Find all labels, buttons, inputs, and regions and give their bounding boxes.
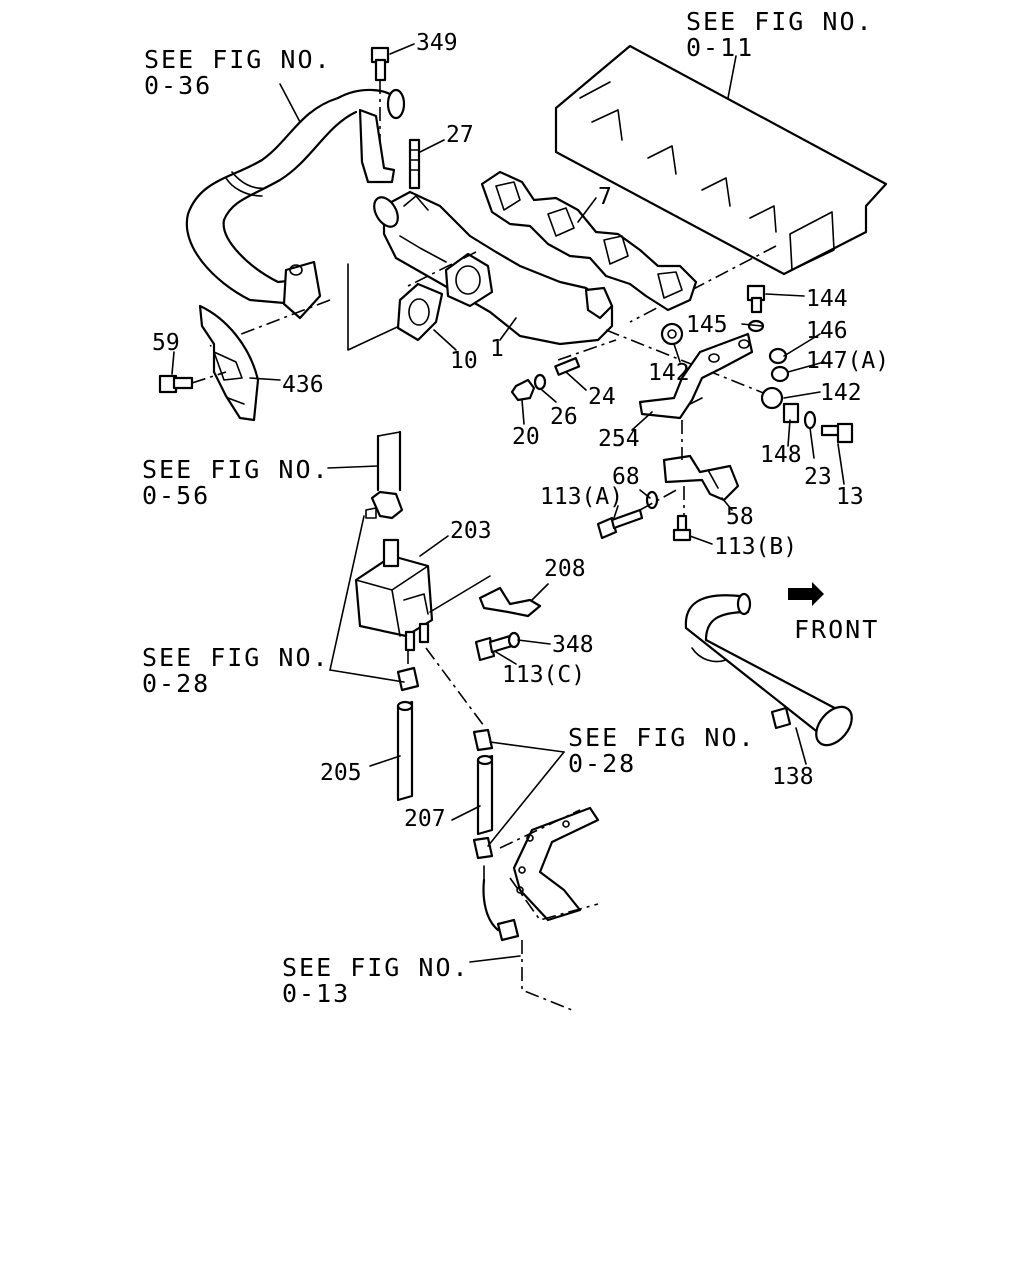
front-arrow-icon: [788, 582, 824, 606]
part-label: 146: [806, 318, 848, 344]
part-label: 58: [726, 504, 754, 530]
ref-0-13-line1: SEE FIG NO.: [282, 953, 470, 982]
ref-0-36-line1: SEE FIG NO.: [144, 45, 332, 74]
ref-0-36-line2: 0-36: [144, 71, 212, 100]
part-label: 142: [820, 380, 862, 406]
bolt-113c: [474, 634, 514, 662]
part-label: 349: [416, 30, 458, 56]
part-label: 147(A): [806, 348, 889, 374]
part-label: 348: [552, 632, 594, 658]
nut-147a: [768, 347, 790, 383]
part-label: 208: [544, 556, 586, 582]
bracket-58: [662, 420, 740, 502]
tank-203: [354, 538, 434, 652]
part-label: 205: [320, 760, 362, 786]
part-label: 68: [612, 464, 640, 490]
part-label: 13: [836, 484, 864, 510]
ref-fig-0-28b: SEE FIG NO. 0-28: [568, 723, 756, 778]
part-label: 148: [760, 442, 802, 468]
ref-fig-0-28a: SEE FIG NO. 0-28: [142, 643, 330, 698]
ref-0-11-line1: SEE FIG NO.: [686, 7, 874, 36]
part-label: 26: [550, 404, 578, 430]
part-label: 1: [490, 336, 504, 362]
ref-fig-0-56: SEE FIG NO. 0-56: [142, 455, 330, 510]
ref-0-56-line2: 0-56: [142, 481, 210, 510]
upper-hose: [365, 430, 404, 520]
part-label: 207: [404, 806, 446, 832]
part-label: 203: [450, 518, 492, 544]
ref-0-28b-line1: SEE FIG NO.: [568, 723, 756, 752]
part-label: 59: [152, 330, 180, 356]
part-label: 145: [686, 312, 728, 338]
exhaust-manifold: [373, 190, 777, 399]
part-label: 10: [450, 348, 478, 374]
ref-0-28b-line2: 0-28: [568, 749, 636, 778]
bolt-113a: [596, 508, 644, 540]
exhaust-pipe: [185, 88, 409, 351]
stud-24: [554, 357, 581, 376]
part-label: 113(B): [714, 534, 797, 560]
ref-0-56-line1: SEE FIG NO.: [142, 455, 330, 484]
spacer-142a: [660, 322, 684, 346]
bolt-13: [820, 422, 854, 444]
stud-27: [408, 138, 421, 190]
bolt-113b: [672, 514, 692, 542]
tail-pipe-138: [684, 592, 853, 747]
part-label: 113(A): [540, 484, 623, 510]
clip-208: [429, 575, 542, 618]
part-label: 23: [804, 464, 832, 490]
part-label: 7: [598, 184, 612, 210]
oil-pan: [482, 806, 600, 1011]
spacer-142b: [760, 386, 784, 410]
leader-lines: [171, 43, 845, 963]
front-label: FRONT: [794, 615, 879, 644]
manifold-gasket: [480, 170, 698, 312]
bolt-148: [782, 402, 800, 424]
pipe-gasket-10: [396, 282, 444, 342]
bracket-254: [638, 332, 754, 420]
washer-23: [803, 410, 817, 430]
hose-207: [425, 647, 494, 860]
engine-block: [554, 44, 888, 323]
part-label: 20: [512, 424, 540, 450]
part-label: 144: [806, 286, 848, 312]
part-label: 142: [648, 360, 690, 386]
part-label: 27: [446, 122, 474, 148]
washer-26: [533, 373, 547, 391]
ref-0-28a-line1: SEE FIG NO.: [142, 643, 330, 672]
part-label: 24: [588, 384, 616, 410]
nut-20: [510, 378, 536, 402]
part-label: 254: [598, 426, 640, 452]
part-label: 113(C): [502, 662, 585, 688]
part-label: 436: [282, 372, 324, 398]
bolt-144: [746, 284, 766, 314]
bolt-59: [158, 371, 227, 394]
part-labels: 349 27 7 144 145 146 147(A) 142 142 148 …: [152, 30, 889, 832]
ref-0-28a-line2: 0-28: [142, 669, 210, 698]
heat-shield-436: [198, 304, 260, 422]
part-label: 138: [772, 764, 814, 790]
hose-205: [396, 650, 420, 802]
ref-0-11-line2: 0-11: [686, 33, 754, 62]
ref-fig-0-13: SEE FIG NO. 0-13: [282, 953, 470, 1008]
ref-fig-0-11: SEE FIG NO. 0-11: [686, 7, 874, 62]
ref-fig-0-36: SEE FIG NO. 0-36: [144, 45, 332, 100]
ref-0-13-line2: 0-13: [282, 979, 350, 1008]
